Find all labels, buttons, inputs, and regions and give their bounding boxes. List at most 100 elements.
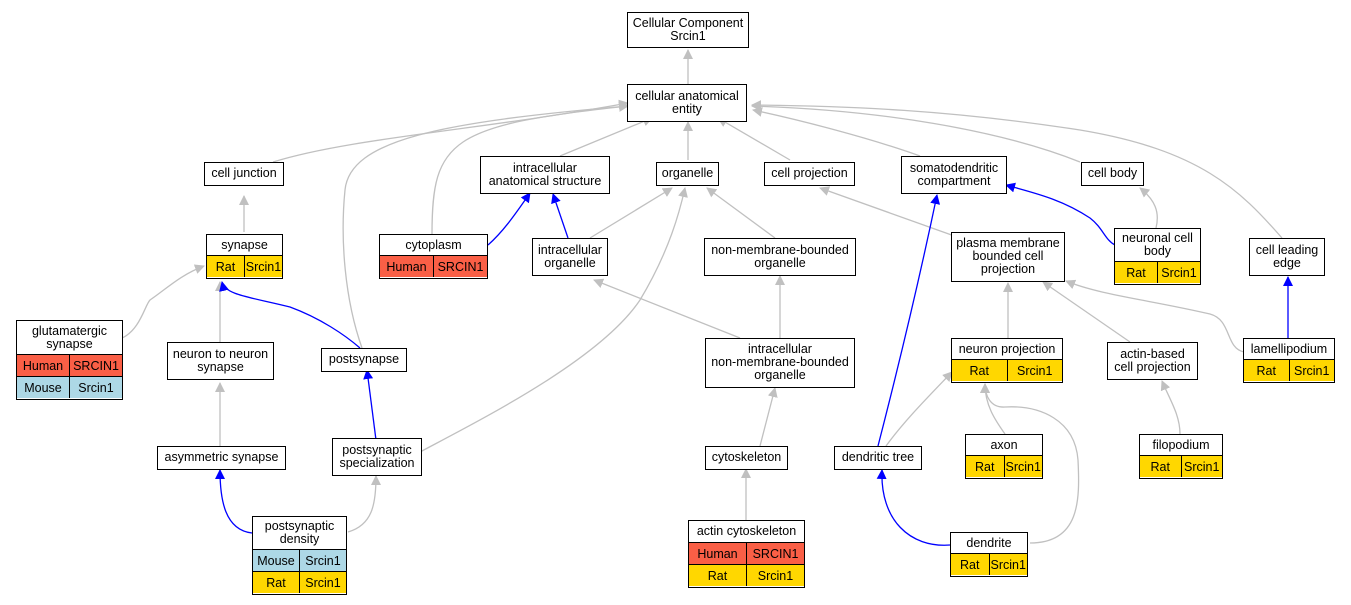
node-cell-body[interactable]: cell body [1081, 162, 1144, 186]
node-label: organelle [661, 166, 714, 181]
gene-cell: Srcin1 [1288, 360, 1335, 382]
node-label: neuron projection [958, 341, 1056, 356]
edge-ps-cae [342, 101, 629, 349]
node-cell-junction[interactable]: cell junction [204, 162, 284, 186]
node-cell-leading-edge[interactable]: cell leading edge [1249, 238, 1325, 276]
species-cell: Rat [969, 363, 989, 378]
gene-cell: Srcin1 [1157, 262, 1200, 284]
edge-gs-syn [121, 264, 205, 339]
node-label: lamellipodium [1250, 341, 1328, 356]
species-cell: Rat [215, 259, 236, 274]
node-intracellular-anatomical-structure[interactable]: intracellular anatomical structure [480, 156, 610, 194]
node-label: Cellular Component Srcin1 [632, 15, 744, 43]
species-cell: Rat [266, 575, 286, 590]
species-cell: Mouse [257, 553, 295, 568]
node-actin-based-cell-projection[interactable]: actin-based cell projection [1107, 342, 1198, 380]
node-label: postsynaptic specialization [339, 442, 415, 470]
edge-nmbo-org [706, 187, 776, 239]
node-intracellular-organelle[interactable]: intracellular organelle [532, 238, 608, 276]
node-label: actin-based cell projection [1114, 346, 1191, 374]
gene-cell: Srcin1 [1006, 360, 1063, 382]
node-intracellular-non-membrane-bounded-organelle[interactable]: intracellular non-membrane-bounded organ… [705, 338, 855, 388]
species-cell: Mouse [24, 380, 62, 395]
ortholog-row: Rat Srcin1 [952, 359, 1063, 382]
gene-cell: Srcin1 [988, 554, 1028, 576]
node-cytoskeleton[interactable]: cytoskeleton [705, 446, 788, 470]
node-cell-projection[interactable]: cell projection [764, 162, 855, 186]
edge-psd-pss [347, 475, 381, 533]
node-label: cell junction [211, 166, 277, 181]
species-cell: Rat [1256, 363, 1276, 378]
species-cell: Human [697, 546, 738, 561]
node-dendritic-tree[interactable]: dendritic tree [834, 446, 922, 470]
node-non-membrane-bounded-organelle[interactable]: non-membrane-bounded organelle [704, 238, 856, 276]
node-cellular-component[interactable]: Cellular Component Srcin1 [627, 12, 749, 48]
edge-cb-cae [751, 101, 1081, 163]
gene-cell: SRCIN1 [746, 543, 804, 565]
node-postsynaptic-specialization[interactable]: postsynaptic specialization [332, 438, 422, 476]
node-label: postsynapse [328, 352, 400, 367]
node-label: asymmetric synapse [164, 450, 279, 465]
edge-cle-cae [751, 100, 1283, 239]
node-neuron-to-neuron-synapse[interactable]: neuron to neuron synapse [167, 342, 274, 380]
node-cellular-anatomical-entity[interactable]: cellular anatomical entity [627, 84, 747, 122]
edge-ps-syn [219, 281, 361, 349]
ortholog-row: Rat Srcin1 [1140, 455, 1223, 478]
ortholog-row: Mouse Srcin1 [253, 549, 346, 572]
edge-pss-org [419, 187, 688, 453]
gene-cell: SRCIN1 [69, 355, 122, 377]
node-somatodendritic-compartment[interactable]: somatodendritic compartment [901, 156, 1007, 194]
ortholog-row: Human SRCIN1 [689, 542, 804, 565]
edge-ncb-sdc [1005, 182, 1116, 246]
edge-psd-as [215, 469, 253, 534]
node-label: axon [990, 437, 1018, 452]
edge-dt-np [885, 371, 953, 447]
node-postsynapse[interactable]: postsynapse [321, 348, 407, 372]
node-label: cytoskeleton [711, 450, 782, 465]
edge-den-dt [876, 469, 951, 546]
species-cell: Rat [1150, 459, 1170, 474]
gene-cell: Srcin1 [299, 572, 346, 594]
edge-pmbcp-cp [819, 186, 961, 239]
node-label: cell leading edge [1255, 242, 1319, 270]
gene-cell: Srcin1 [299, 550, 346, 572]
edge-abcp-pmbcp [1042, 281, 1131, 343]
edge-den-np [980, 383, 1080, 544]
edge-sdc-cae [752, 106, 921, 157]
node-label: cellular anatomical entity [635, 88, 739, 116]
node-label: neuronal cell body [1122, 231, 1193, 259]
species-cell: Human [386, 259, 427, 274]
node-plasma-membrane-bounded-cell-projection[interactable]: plasma membrane bounded cell projection [951, 232, 1065, 282]
node-label: cell projection [771, 166, 848, 181]
node-label: dendritic tree [841, 450, 915, 465]
node-organelle[interactable]: organelle [656, 162, 719, 186]
node-label: synapse [221, 237, 268, 252]
edge-pss-ps [363, 369, 377, 441]
node-label: neuron to neuron synapse [172, 346, 269, 374]
node-asymmetric-synapse[interactable]: asymmetric synapse [157, 446, 286, 470]
node-label: cell body [1087, 166, 1138, 181]
node-label: intracellular anatomical structure [488, 160, 602, 188]
edge-io-ias [551, 193, 569, 239]
node-label: non-membrane-bounded organelle [711, 242, 849, 270]
gene-cell: Srcin1 [1180, 456, 1223, 478]
gene-cell: Srcin1 [69, 377, 122, 399]
ortholog-row: Mouse Srcin1 [17, 376, 122, 399]
